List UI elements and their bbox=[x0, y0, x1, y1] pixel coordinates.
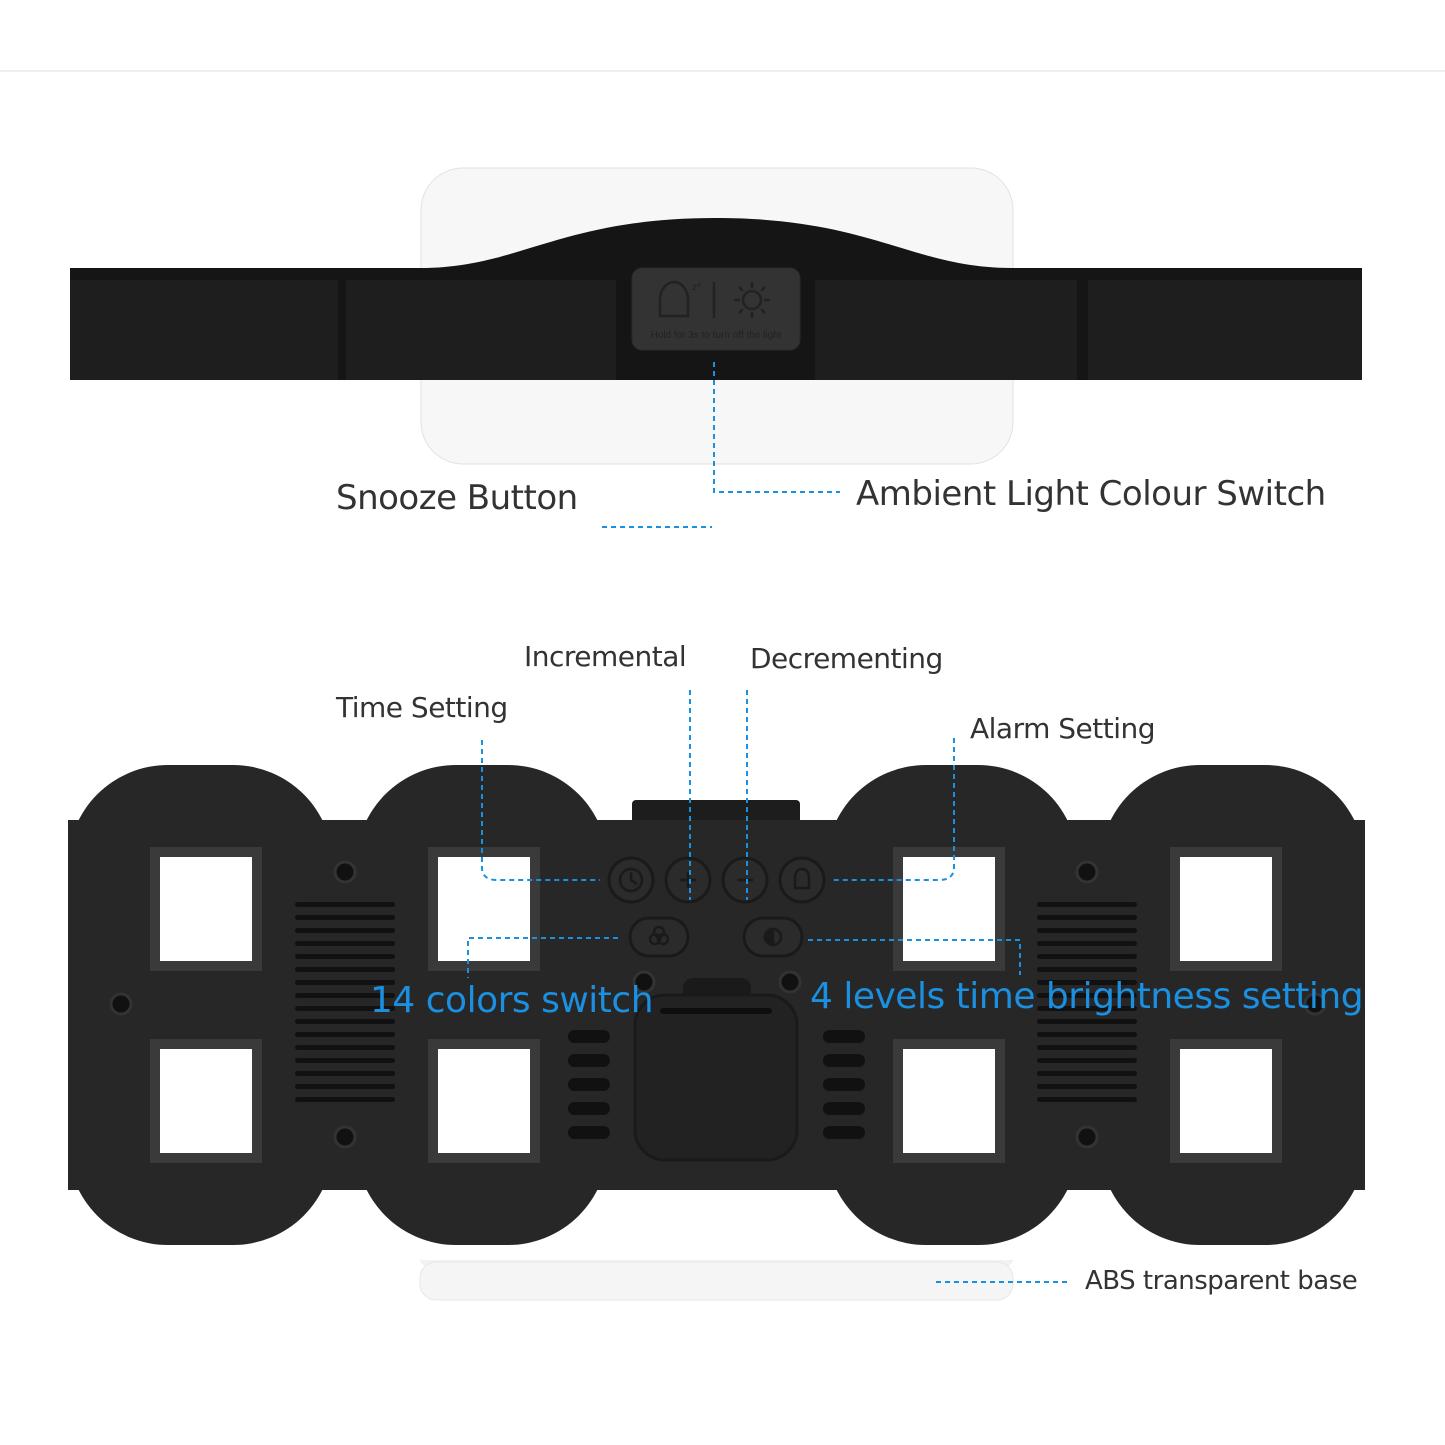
grille-slat bbox=[1037, 941, 1137, 946]
brightness-half-icon bbox=[763, 927, 783, 947]
colors-switch-label: 14 colors switch bbox=[370, 980, 654, 1021]
grille-slat bbox=[1037, 980, 1137, 985]
svg-text:z²: z² bbox=[692, 282, 701, 293]
grille-slat bbox=[295, 941, 395, 946]
grille-slat bbox=[1037, 1032, 1137, 1037]
alarm-bell-icon bbox=[793, 867, 811, 890]
ambient-light-switch-label: Ambient Light Colour Switch bbox=[856, 474, 1326, 514]
grille-slat bbox=[1037, 915, 1137, 920]
sun-icon bbox=[734, 282, 770, 318]
grille-slat bbox=[1037, 993, 1137, 998]
brightness-setting-label: 4 levels time brightness setting bbox=[810, 976, 1364, 1017]
grille-slat bbox=[1037, 1097, 1137, 1102]
grille-slat bbox=[295, 1097, 395, 1102]
battery-cover bbox=[633, 993, 799, 1162]
grille-slat bbox=[1037, 1071, 1137, 1076]
grille-slat bbox=[295, 967, 395, 972]
plus-icon bbox=[680, 872, 696, 888]
grille-slat bbox=[823, 1102, 865, 1115]
grille-slat bbox=[295, 1006, 395, 1011]
grille-slat bbox=[568, 1030, 610, 1043]
grille-slat bbox=[295, 902, 395, 907]
snooze-button bbox=[631, 267, 801, 351]
digit-windows bbox=[150, 847, 1282, 1163]
grille-slat bbox=[1037, 954, 1137, 959]
grille-slat bbox=[1037, 1006, 1137, 1011]
speaker-grilles bbox=[295, 902, 1137, 1139]
grille-slat bbox=[295, 993, 395, 998]
grille-slat bbox=[295, 1032, 395, 1037]
incremental-label: Incremental bbox=[524, 640, 687, 673]
grille-slat bbox=[1037, 967, 1137, 972]
base-plate bbox=[419, 1261, 1014, 1301]
grille-slat bbox=[295, 1084, 395, 1089]
back-leader-lines bbox=[467, 690, 1070, 1283]
grille-slat bbox=[823, 1126, 865, 1139]
grille-slat bbox=[568, 1078, 610, 1091]
grille-slat bbox=[823, 1078, 865, 1091]
bell-icon: z² bbox=[658, 280, 701, 318]
grille-slat bbox=[568, 1126, 610, 1139]
grille-slat bbox=[295, 1071, 395, 1076]
abs-base-label: ABS transparent base bbox=[1085, 1266, 1358, 1296]
grille-slat bbox=[823, 1030, 865, 1043]
color-circles-icon bbox=[648, 925, 670, 946]
snooze-button-label: Snooze Button bbox=[336, 478, 578, 518]
grille-slat bbox=[295, 954, 395, 959]
grille-slat bbox=[295, 1058, 395, 1063]
grille-slat bbox=[1037, 1058, 1137, 1063]
alarm-setting-button bbox=[778, 856, 826, 904]
grille-slat bbox=[568, 1054, 610, 1067]
grille-slat bbox=[295, 1045, 395, 1050]
battery-cover-slot bbox=[660, 1008, 772, 1014]
button-caption: Hold for 3s to turn off the light bbox=[650, 330, 781, 341]
time-setting-label: Time Setting bbox=[336, 691, 508, 724]
grille-slat bbox=[295, 1019, 395, 1024]
screw-holes bbox=[109, 860, 1327, 1149]
grille-slat bbox=[295, 915, 395, 920]
grille-slat bbox=[1037, 1084, 1137, 1089]
grille-slat bbox=[295, 928, 395, 933]
grille-slat bbox=[1037, 1019, 1137, 1024]
grille-slat bbox=[568, 1102, 610, 1115]
top-leader-lines bbox=[602, 362, 840, 528]
grille-slat bbox=[1037, 902, 1137, 907]
grille-slat bbox=[1037, 928, 1137, 933]
grille-slat bbox=[1037, 1045, 1137, 1050]
decrementing-label: Decrementing bbox=[750, 642, 943, 675]
alarm-setting-label: Alarm Setting bbox=[970, 712, 1156, 745]
clock-icon bbox=[618, 867, 644, 893]
grille-slat bbox=[295, 980, 395, 985]
grille-slat bbox=[823, 1054, 865, 1067]
